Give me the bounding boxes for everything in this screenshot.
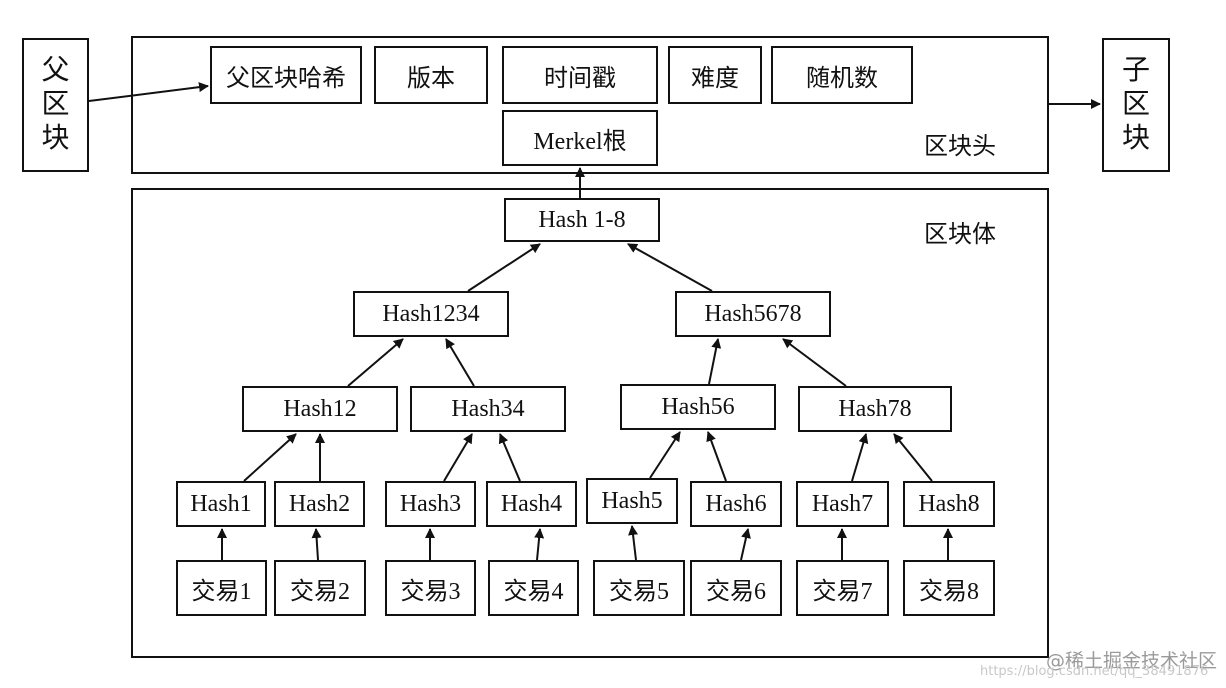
block-header-frame xyxy=(131,36,1049,174)
arrow-12-to-1234 xyxy=(347,338,404,387)
hash-leaf-6: Hash6 xyxy=(690,481,782,527)
hash-leaf-8: Hash8 xyxy=(903,481,995,527)
block-header-label: 区块头 xyxy=(924,134,996,160)
transaction-4: 交易4 xyxy=(488,560,579,616)
arrow-parent-to-hash xyxy=(88,82,209,102)
parent-block-char: 父 xyxy=(41,55,70,86)
child-block-char: 区 xyxy=(1121,89,1150,120)
hash-56: Hash56 xyxy=(620,384,776,430)
hash-34: Hash34 xyxy=(410,386,566,432)
transaction-3: 交易3 xyxy=(385,560,476,616)
merkle-root-box: Merkel根 xyxy=(502,110,658,166)
hash-root: Hash 1-8 xyxy=(504,198,660,242)
arrow-h3-to-34 xyxy=(443,433,473,482)
hash-leaf-4: Hash4 xyxy=(486,481,577,527)
arrow-h6-to-56 xyxy=(706,431,727,482)
arrow-h5-to-56 xyxy=(649,431,681,479)
header-field-version: 版本 xyxy=(374,46,488,104)
block-body-frame xyxy=(131,188,1049,658)
arrow-tx2-to-h2 xyxy=(311,528,322,561)
header-field-difficulty: 难度 xyxy=(668,46,762,104)
transaction-2: 交易2 xyxy=(274,560,366,616)
header-field-parent-hash: 父区块哈希 xyxy=(210,46,362,104)
arrow-56-to-5678 xyxy=(708,338,722,385)
child-block-box: 子 区 块 xyxy=(1102,38,1170,172)
arrow-34-to-1234 xyxy=(445,338,475,387)
hash-78: Hash78 xyxy=(798,386,952,432)
parent-block-char: 块 xyxy=(41,123,70,154)
arrow-tx6-to-h6 xyxy=(740,528,751,561)
header-field-nonce: 随机数 xyxy=(771,46,913,104)
transaction-6: 交易6 xyxy=(690,560,782,616)
hash-leaf-3: Hash3 xyxy=(385,481,476,527)
arrow-h1-to-12 xyxy=(243,433,297,482)
transaction-5: 交易5 xyxy=(593,560,685,616)
arrow-h7-to-78 xyxy=(851,433,869,482)
hash-5678: Hash5678 xyxy=(675,291,831,337)
child-block-char: 子 xyxy=(1121,55,1150,86)
transaction-7: 交易7 xyxy=(796,560,889,616)
arrow-tx5-to-h5 xyxy=(628,525,639,561)
arrow-tx4-to-h4 xyxy=(534,528,545,561)
arrow-5678-to-root xyxy=(627,243,713,292)
arrow-1234-to-root xyxy=(467,243,541,292)
arrow-h8-to-78 xyxy=(893,433,933,482)
hash-12: Hash12 xyxy=(242,386,398,432)
hash-leaf-1: Hash1 xyxy=(176,481,266,527)
watermark-brand: @稀土掘金技术社区 xyxy=(1046,650,1218,672)
watermark-url: https://blog.csdn.net/qq_38491876 xyxy=(980,664,1209,679)
hash-leaf-2: Hash2 xyxy=(274,481,365,527)
transaction-1: 交易1 xyxy=(176,560,267,616)
hash-1234: Hash1234 xyxy=(353,291,509,337)
header-field-timestamp: 时间戳 xyxy=(502,46,658,104)
transaction-8: 交易8 xyxy=(903,560,995,616)
parent-block-char: 区 xyxy=(41,89,70,120)
child-block-char: 块 xyxy=(1121,123,1150,154)
arrow-h4-to-34 xyxy=(498,433,521,482)
hash-leaf-7: Hash7 xyxy=(796,481,889,527)
hash-leaf-5: Hash5 xyxy=(586,478,678,524)
block-body-label: 区块体 xyxy=(924,222,996,248)
arrow-78-to-5678 xyxy=(782,338,847,387)
parent-block-box: 父 区 块 xyxy=(22,38,89,172)
